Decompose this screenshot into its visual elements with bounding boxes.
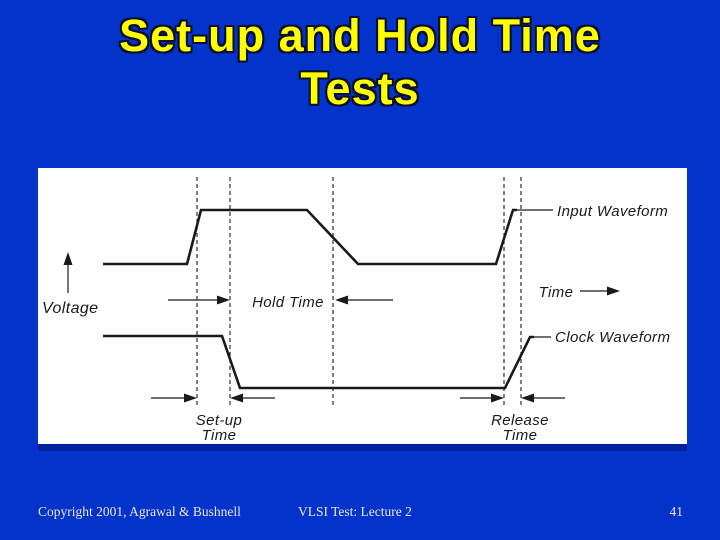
time-axis-arrowhead	[607, 286, 620, 296]
input-waveform-label: Input Waveform	[557, 203, 668, 220]
hold-time-label: Hold Time	[252, 294, 324, 311]
release-time-arrowhead-right	[491, 393, 504, 403]
voltage-label: Voltage	[42, 300, 98, 317]
hold-time-arrowhead-right	[217, 295, 230, 305]
clock-waveform-label: Clock Waveform	[555, 329, 670, 346]
release-time-arrowhead-left	[521, 393, 534, 403]
setup-time-arrowhead-left	[230, 393, 243, 403]
clock-waveform-trace	[103, 334, 534, 390]
slide-title: Set-up and Hold Time Tests	[119, 10, 601, 114]
setup-time-arrowhead-right	[184, 393, 197, 403]
hold-time-arrowhead-left	[335, 295, 348, 305]
release-time-label-line2: Time	[503, 427, 538, 444]
setup-time-label-line2: Time	[202, 427, 237, 444]
release-time-label-line1: Release	[491, 412, 549, 429]
voltage-axis-arrowhead	[63, 252, 73, 265]
time-label: Time	[539, 284, 574, 301]
footer-copyright: Copyright 2001, Agrawal & Bushnell	[38, 504, 241, 519]
setup-time-label-line1: Set-up	[196, 412, 243, 429]
input-waveform-trace	[103, 208, 517, 266]
footer-course: VLSI Test: Lecture 2	[298, 504, 412, 519]
footer-page-number: 41	[669, 504, 684, 519]
